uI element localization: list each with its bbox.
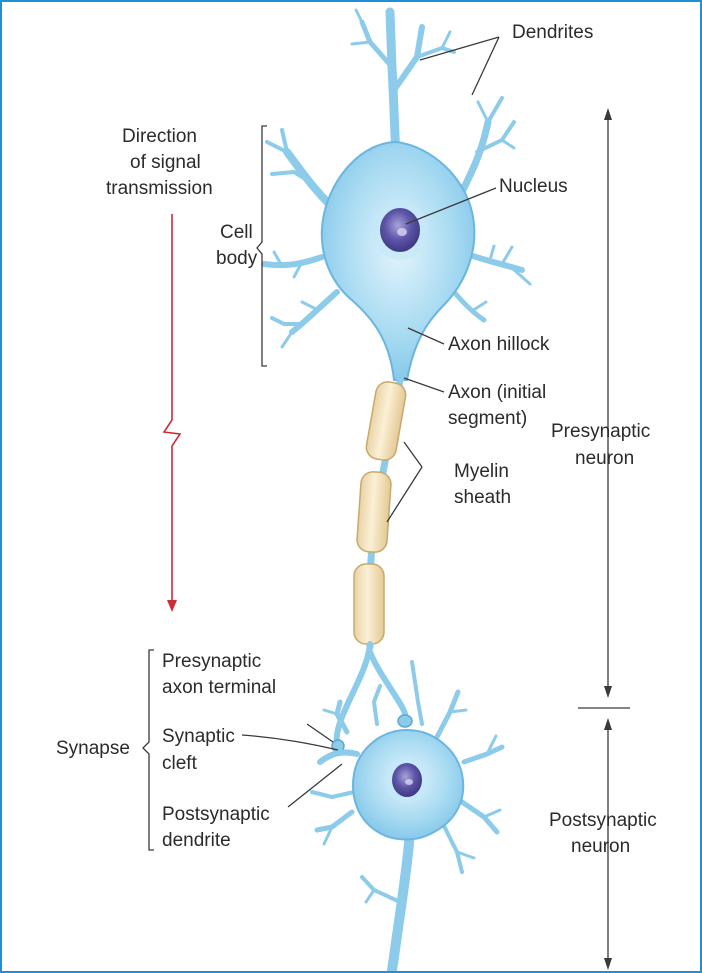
postsyn-dendrite-leader [288,764,342,807]
myelin-sheath [354,380,408,644]
label-axon-initial-line2: segment) [448,408,527,429]
postsynaptic-soma [353,730,463,840]
synaptic-cleft-leader [242,735,338,750]
label-presyn-terminal-line1: Presynaptic [162,651,261,672]
label-nucleus: Nucleus [499,176,568,197]
label-direction-line3: transmission [106,178,213,199]
presyn-terminal-leader [307,724,333,742]
label-postsynaptic-neuron-line1: Postsynaptic [549,810,657,831]
label-postsyn-dendrite-line2: dendrite [162,830,231,851]
label-presynaptic-neuron-line2: neuron [575,448,634,469]
label-postsyn-dendrite-line1: Postsynaptic [162,804,270,825]
axon-initial-leader [404,378,444,392]
label-presyn-terminal-line2: axon terminal [162,677,276,698]
label-synapse: Synapse [56,738,130,759]
label-cleft-line1: Synaptic [162,726,235,747]
myelin-leader-2 [387,467,422,522]
label-dendrites: Dendrites [512,22,593,43]
label-presynaptic-neuron-line1: Presynaptic [551,421,650,442]
signal-direction-arrow [164,214,180,612]
cell-body-bracket [257,126,267,366]
dendrites-leader-1 [420,37,499,60]
label-cleft-line2: cleft [162,753,198,774]
myelin-leader-1 [404,442,422,467]
label-cell-body-line2: body [216,248,258,269]
synapse-bracket [143,650,154,850]
label-direction-line2: of signal [130,152,201,173]
label-axon-initial-line1: Axon (initial [448,382,546,403]
label-direction-line1: Direction [122,126,197,147]
label-cell-body-line1: Cell [220,222,253,243]
label-postsynaptic-neuron-line2: neuron [571,836,630,857]
label-axon-hillock: Axon hillock [448,334,550,355]
label-myelin-line1: Myelin [454,461,509,482]
label-myelin-line2: sheath [454,487,511,508]
dendrites-leader-2 [472,37,499,95]
labels: Dendrites Direction of signal transmissi… [56,22,657,857]
